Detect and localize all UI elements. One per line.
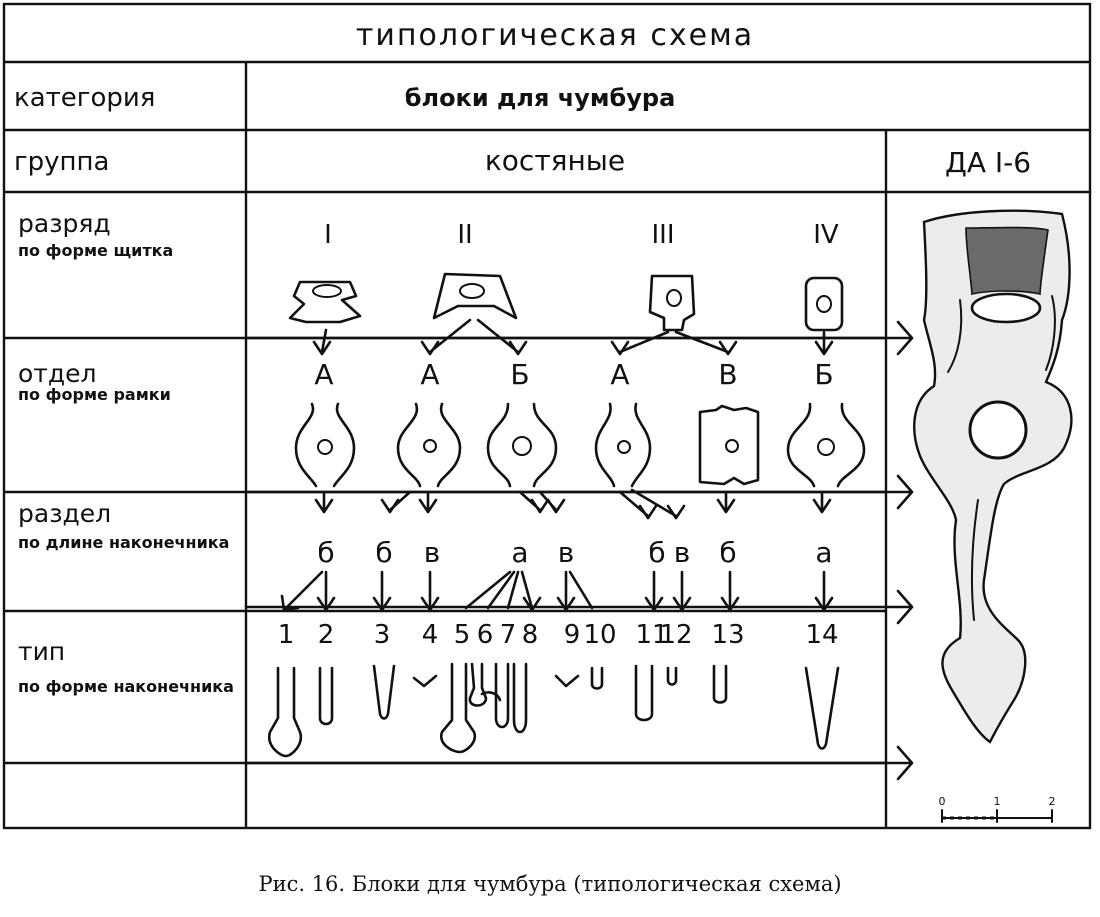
level-label-razdel: раздел [18, 499, 111, 528]
scale-tick-1: 1 [994, 795, 1001, 808]
razryad-shield-2 [432, 272, 518, 320]
scale-tick-0: 0 [939, 795, 946, 808]
type-tips [268, 662, 840, 758]
tip-13 [712, 664, 728, 704]
razdel-arrows [280, 570, 834, 612]
type-14: 14 [805, 620, 838, 650]
razdel-5: в [558, 536, 575, 569]
razryad-arrows [312, 318, 834, 356]
otdel-2: А [420, 358, 439, 391]
razryad-4: IV [813, 220, 839, 250]
tip-9 [554, 674, 580, 688]
razryad-1: I [324, 220, 332, 250]
table-grid [2, 2, 1092, 830]
razdel-8: б [719, 536, 736, 569]
type-11: 11 [635, 620, 668, 650]
razdel-1: б [317, 536, 334, 569]
scheme-title: типологическая схема [356, 18, 754, 53]
typology-code: ДА I-6 [945, 146, 1031, 179]
tip-4 [412, 674, 438, 688]
level-label-razryad: разряд [18, 209, 111, 238]
razdel-4: а [511, 536, 528, 569]
type-13: 13 [711, 620, 744, 650]
level-label-otdel: отдел [18, 359, 97, 388]
tip-7 [494, 662, 510, 729]
otdel-4: А [610, 358, 629, 391]
level-sub-tip: по форме наконечника [18, 677, 234, 696]
figure-caption: Рис. 16. Блоки для чумбура (типологическ… [258, 872, 842, 896]
level-label-tip: тип [18, 637, 65, 666]
type-1: 1 [278, 620, 295, 650]
scale-tick-2: 2 [1049, 795, 1056, 808]
otdel-3: Б [510, 358, 529, 391]
razdel-2: б [375, 536, 392, 569]
type-8: 8 [522, 620, 539, 650]
scale-bar: 0 1 2 [939, 795, 1056, 823]
tip-6 [468, 662, 488, 707]
razryad-3: III [651, 220, 674, 250]
right-arrows [244, 320, 914, 781]
tip-3 [372, 664, 396, 720]
tip-5 [440, 662, 477, 754]
tip-12 [666, 666, 678, 686]
tip-11 [634, 664, 654, 722]
tip-8 [512, 662, 528, 734]
category-value: блоки для чумбура [405, 84, 676, 112]
razryad-shield-3 [648, 274, 696, 332]
level-sub-razdel: по длине наконечника [18, 533, 229, 552]
level-sub-razryad: по форме щитка [18, 241, 173, 260]
artifact-drawing [913, 209, 1073, 744]
tip-14 [804, 666, 840, 750]
category-label: категория [14, 83, 155, 113]
otdel-frame-4 [594, 402, 652, 488]
type-10: 10 [583, 620, 616, 650]
type-9: 9 [564, 620, 581, 650]
type-7: 7 [500, 620, 517, 650]
otdel-frame-3 [486, 402, 558, 488]
tip-2 [318, 666, 334, 726]
otdel-arrows [314, 488, 832, 520]
otdel-frame-6 [786, 402, 866, 488]
razdel-3: в [424, 536, 441, 569]
tip-1 [268, 666, 303, 758]
otdel-frame-5 [698, 404, 760, 486]
type-12: 12 [659, 620, 692, 650]
razdel-6: б [648, 536, 665, 569]
group-value: костяные [485, 144, 625, 177]
otdel-frame-1 [294, 402, 356, 488]
otdel-5: В [718, 358, 737, 391]
razdel-9: а [815, 536, 832, 569]
type-5: 5 [454, 620, 471, 650]
group-label: группа [14, 147, 109, 177]
type-4: 4 [422, 620, 439, 650]
otdel-frame-2 [396, 402, 462, 488]
razryad-shield-4 [804, 276, 844, 332]
level-sub-otdel: по форме рамки [18, 385, 171, 404]
otdel-1: А [314, 358, 333, 391]
razryad-2: II [457, 220, 472, 250]
type-2: 2 [318, 620, 335, 650]
tip-10 [590, 666, 604, 690]
razryad-shield-1 [288, 280, 362, 324]
razdel-7: в [674, 536, 691, 569]
otdel-6: Б [814, 358, 833, 391]
type-3: 3 [374, 620, 391, 650]
type-6: 6 [477, 620, 494, 650]
